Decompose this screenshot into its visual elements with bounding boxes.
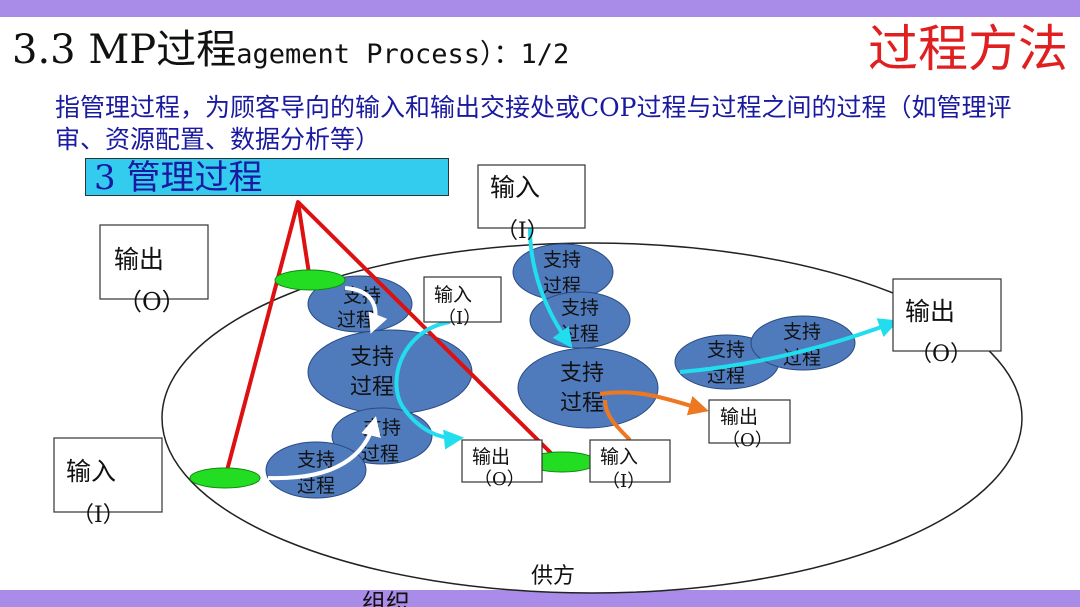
cyan-arrow	[679, 318, 899, 374]
svg-text:输入: 输入	[490, 173, 540, 202]
input-box: 输入 （I）	[477, 164, 586, 244]
svg-text:（O）: （O）	[474, 469, 525, 490]
input-box: 输入 （I）	[53, 437, 163, 528]
corner-label: 过程方法	[868, 20, 1068, 78]
svg-text:（I）: （I）	[72, 503, 125, 528]
svg-text:支持: 支持	[297, 449, 335, 471]
white-arrow	[267, 416, 381, 481]
svg-text:输入: 输入	[66, 457, 116, 486]
bottom-bar	[0, 590, 1080, 607]
interface-node	[274, 269, 346, 291]
svg-text:（I）: （I）	[496, 219, 549, 244]
svg-text:支持: 支持	[350, 345, 394, 370]
output-box: 输出 （O）	[708, 399, 791, 451]
top-bar	[0, 0, 1080, 17]
management-process-banner: 3 管理过程	[85, 158, 449, 197]
svg-text:（O）: （O）	[910, 342, 972, 367]
orange-arrow	[603, 399, 632, 442]
support-bubble: 支持 过程	[307, 329, 473, 415]
white-arrow	[344, 286, 388, 334]
svg-text:输出: 输出	[472, 446, 510, 468]
support-bubble: 支持 过程	[517, 347, 659, 429]
support-bubble: 支持 过程	[512, 243, 614, 301]
svg-text:（O）: （O）	[722, 430, 773, 451]
slide-title: 3.3 MP过程agement Process）：1/2	[12, 27, 570, 73]
svg-text:支持: 支持	[543, 249, 581, 271]
svg-text:过程: 过程	[350, 375, 394, 400]
svg-text:过程: 过程	[560, 391, 604, 416]
svg-text:支持: 支持	[707, 339, 745, 361]
svg-text:过程: 过程	[543, 275, 581, 297]
interface-node	[189, 467, 261, 489]
cyan-arrow	[394, 320, 464, 450]
svg-text:输出: 输出	[114, 245, 164, 274]
input-box: 输入 （I）	[423, 276, 502, 329]
management-lines	[223, 200, 562, 479]
output-box: 输出 （O）	[99, 224, 209, 316]
svg-text:支持: 支持	[560, 361, 604, 386]
svg-text:过程: 过程	[297, 475, 335, 497]
input-box: 输入 （I）	[589, 439, 671, 492]
svg-text:输出: 输出	[905, 297, 955, 326]
svg-text:支持: 支持	[783, 321, 821, 343]
cyan-arrow	[528, 227, 573, 349]
description: 指管理过程，为顾客导向的输入和输出交接处或COP过程与过程之间的过程（如管理评审…	[55, 93, 1012, 154]
svg-text:输入: 输入	[434, 284, 472, 306]
support-bubble: 支持 过程	[265, 441, 367, 499]
svg-text:过程: 过程	[361, 443, 399, 465]
support-bubble: 支持 过程	[750, 315, 856, 371]
supplier-label: 供方	[531, 564, 575, 589]
svg-text:（I）: （I）	[602, 471, 645, 492]
svg-text:支持: 支持	[561, 297, 599, 319]
orange-arrow	[599, 390, 709, 416]
svg-text:过程: 过程	[707, 365, 745, 387]
svg-text:（O）: （O）	[118, 288, 186, 316]
output-box: 输出 （O）	[892, 278, 1002, 367]
svg-text:输入: 输入	[600, 446, 638, 468]
organization-label: 组织	[362, 589, 410, 607]
svg-text:过程: 过程	[337, 309, 375, 331]
svg-text:（I）: （I）	[438, 308, 481, 329]
svg-text:输出: 输出	[720, 406, 758, 428]
output-box: 输出 （O）	[461, 439, 543, 490]
